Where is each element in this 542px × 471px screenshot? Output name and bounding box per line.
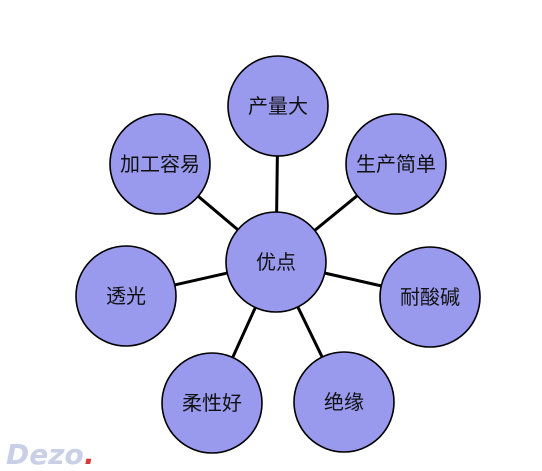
node-label-soft-flexible: 柔性好 xyxy=(182,391,242,415)
watermark-text: Dezo xyxy=(6,438,84,471)
node-center[interactable]: 优点 xyxy=(225,211,327,313)
node-soft-flexible[interactable]: 柔性好 xyxy=(161,352,263,454)
node-label-acid-alkali-resistant: 耐酸碱 xyxy=(400,285,460,309)
node-high-output[interactable]: 产量大 xyxy=(227,55,329,157)
watermark-dot: . xyxy=(84,438,95,471)
node-label-high-output: 产量大 xyxy=(248,94,308,118)
node-label-translucent: 透光 xyxy=(106,284,146,308)
node-label-easy-processing: 加工容易 xyxy=(120,152,200,176)
node-insulation[interactable]: 绝缘 xyxy=(293,351,395,453)
watermark-logo: Dezo . xyxy=(6,438,95,471)
node-translucent[interactable]: 透光 xyxy=(75,245,177,347)
node-label-simple-production: 生产简单 xyxy=(356,152,436,176)
node-acid-alkali-resistant[interactable]: 耐酸碱 xyxy=(379,246,481,348)
node-label-insulation: 绝缘 xyxy=(324,390,364,414)
node-easy-processing[interactable]: 加工容易 xyxy=(109,113,211,215)
node-label-center: 优点 xyxy=(256,250,296,274)
node-simple-production[interactable]: 生产简单 xyxy=(345,113,447,215)
